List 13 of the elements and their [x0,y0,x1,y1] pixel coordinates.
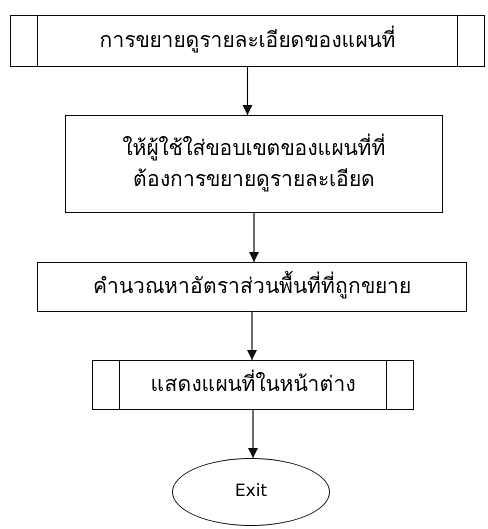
arrow [242,67,252,115]
step-text: แสดงแผนที่ในหน้าต่าง [116,369,390,401]
step-text: คำนวณหาอัตราส่วนพื้นที่ที่ถูกขยาย [59,271,445,303]
process-box [65,115,443,213]
predefined-process-box [10,15,485,67]
step-text: Exit [234,480,268,504]
process-box [37,262,467,312]
step-text: การขยายดูรายละเอียดของแผนที่ [66,25,430,57]
arrow [249,213,259,262]
arrow [247,312,257,360]
arrow [248,410,258,458]
step-text: ให้ผู้ใช้ใส่ขอบเขตของแผนที่ที่ต้องการขยายดูรายละเอียด [122,132,386,194]
predefined-process-box [92,360,414,410]
